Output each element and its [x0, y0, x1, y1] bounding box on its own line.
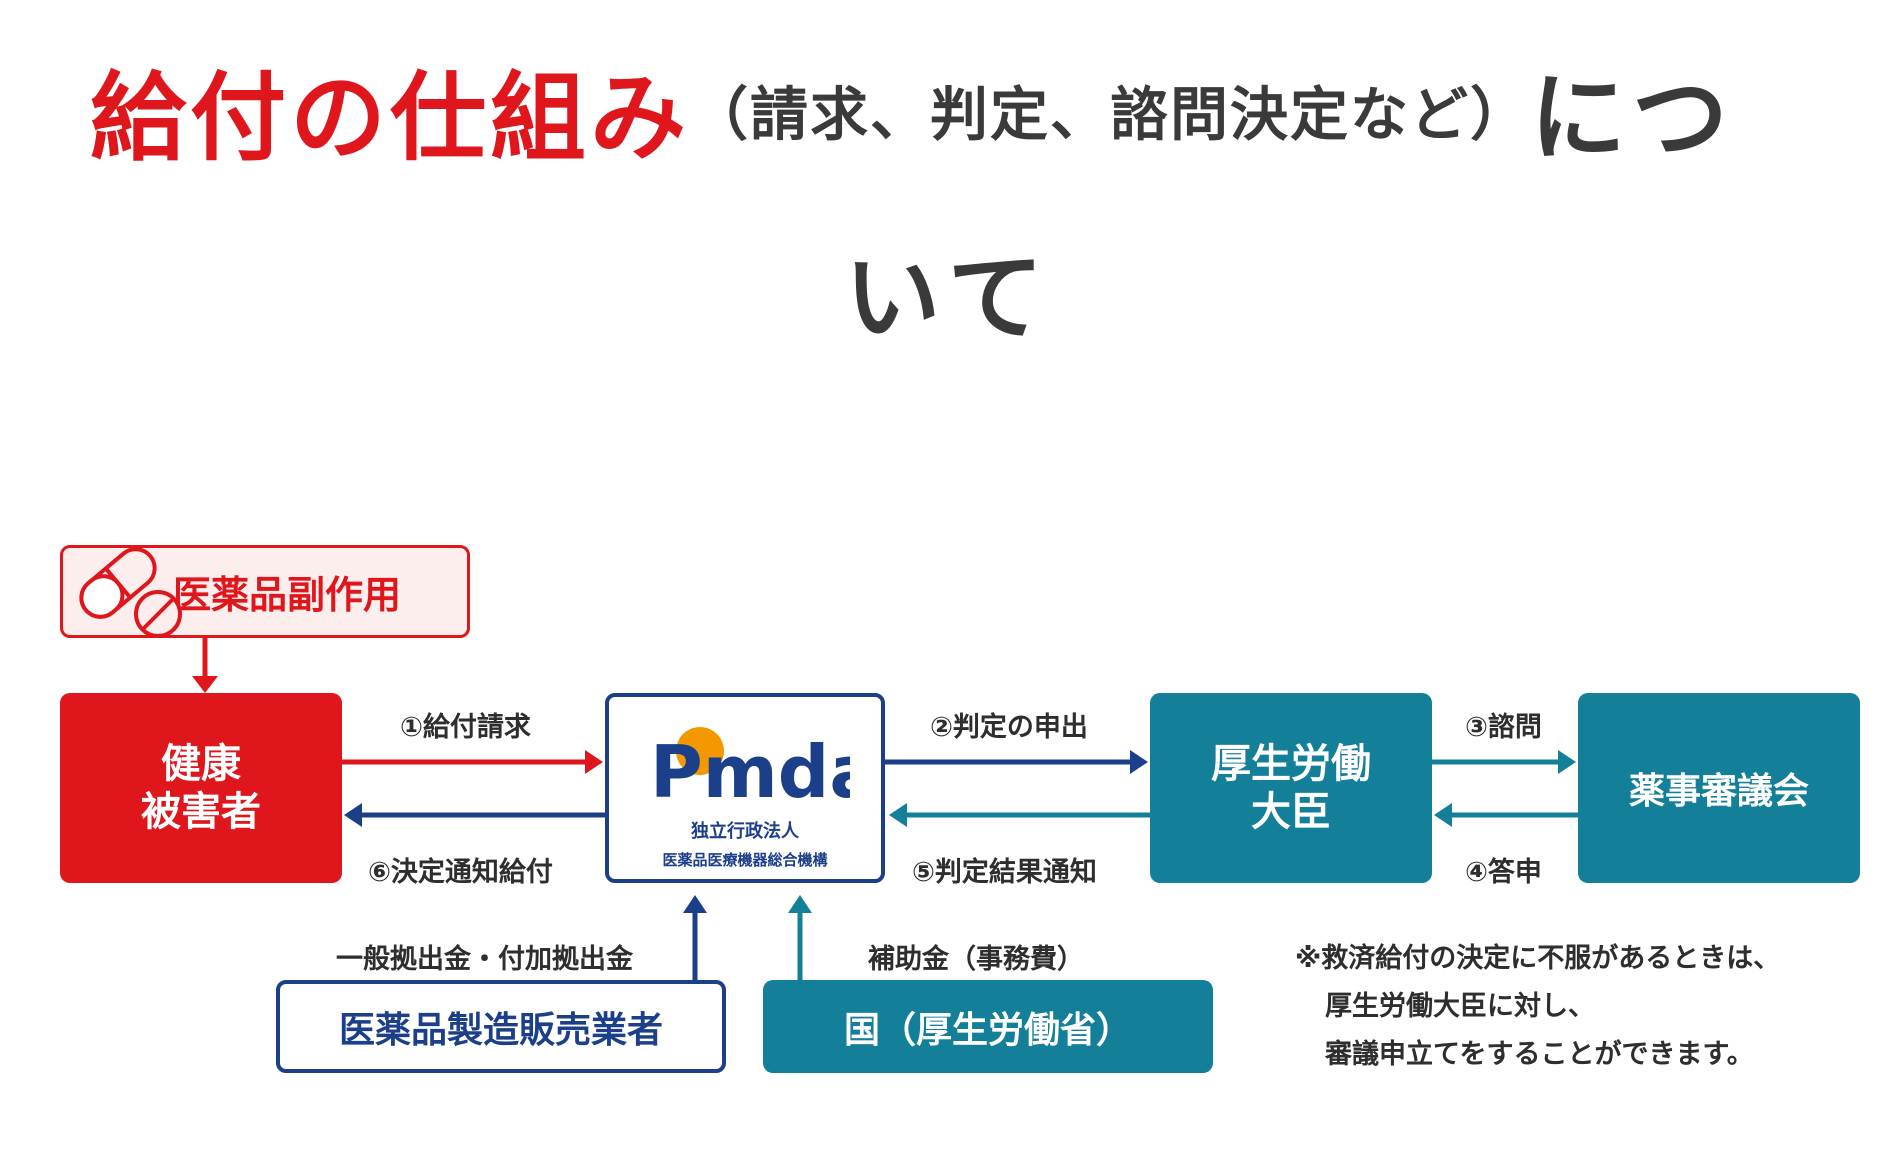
note-line1: ※救済給付の決定に不服があるときは、 — [1295, 943, 1781, 974]
victim-line1: 健康 — [161, 741, 241, 787]
government-label: 国（厚生労働省） — [843, 1009, 1132, 1051]
pmda-logo: Pmda — [650, 727, 850, 809]
title-main: 給付の仕組み — [90, 62, 690, 174]
government-box: 国（厚生労働省） — [763, 980, 1213, 1073]
council-box: 薬事審議会 — [1578, 693, 1860, 883]
label-step5: ⑤判定結果通知 — [912, 857, 1097, 888]
pmda-org-type: 独立行政法人 — [691, 821, 799, 842]
arrowhead-step4 — [1434, 803, 1452, 827]
arrowhead-step1 — [585, 750, 603, 774]
note-line2: 厚生労働大臣に対し、 — [1325, 991, 1595, 1022]
note-line3: 審議申立てをすることができます。 — [1325, 1039, 1754, 1070]
pmda-logo-text: Pmda — [650, 730, 850, 809]
page-title: 給付の仕組み（請求、判定、諮問決定など）につ — [90, 40, 1850, 174]
title-end: につ — [1530, 62, 1735, 174]
health-victim-box: 健康 被害者 — [60, 693, 342, 883]
minister-line2: 大臣 — [1251, 789, 1331, 835]
arrowhead-contribution — [683, 895, 707, 913]
arrowhead-step2 — [1130, 750, 1148, 774]
title-line2: いて — [844, 242, 1054, 354]
label-step4: ④答申 — [1465, 857, 1542, 888]
minister-line1: 厚生労働 — [1211, 741, 1371, 787]
pmda-org-name: 医薬品医療機器総合機構 — [662, 851, 828, 869]
arrowhead-subsidy — [788, 895, 812, 913]
label-step1: ①給付請求 — [400, 712, 531, 743]
label-subsidy: 補助金（事務費） — [868, 944, 1084, 975]
label-step6: ⑥決定通知給付 — [368, 857, 553, 888]
arrowhead-step3 — [1558, 750, 1576, 774]
appeal-note: ※救済給付の決定に不服があるときは、 厚生労働大臣に対し、 審議申立てをすること… — [1295, 935, 1780, 1079]
arrowhead-step6 — [344, 803, 362, 827]
title-sub: （請求、判定、諮問決定など） — [690, 80, 1531, 149]
manufacturer-label: 医薬品製造販売業者 — [338, 1009, 663, 1051]
side-effect-label: 医薬品副作用 — [173, 573, 402, 617]
council-label: 薬事審議会 — [1628, 771, 1809, 812]
arrowhead-sideeffect-to-victim — [192, 676, 218, 693]
label-step2: ②判定の申出 — [930, 712, 1088, 743]
arrowhead-step5 — [889, 803, 907, 827]
victim-line2: 被害者 — [141, 789, 261, 835]
pmda-box: Pmda 独立行政法人 医薬品医療機器総合機構 — [605, 693, 885, 883]
pill-icon — [79, 547, 182, 638]
label-step3: ③諮問 — [1465, 712, 1542, 743]
minister-box: 厚生労働 大臣 — [1150, 693, 1432, 883]
manufacturer-box: 医薬品製造販売業者 — [276, 980, 726, 1073]
label-contribution: 一般拠出金・付加拠出金 — [336, 944, 633, 975]
